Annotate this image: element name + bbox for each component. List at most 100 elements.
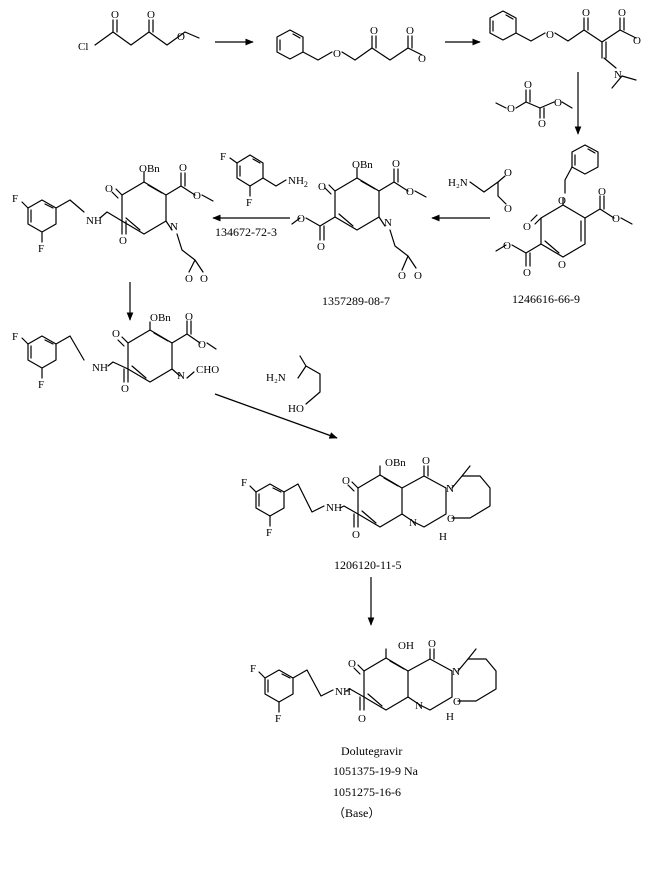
cas-label-pyranone: 1246616-66-9 (512, 292, 580, 306)
atom-o: O (447, 513, 455, 525)
atom-f: F (246, 197, 252, 209)
product-cas-base: 1051275-16-6 (333, 785, 401, 799)
reagent-aminoacetaldehyde-acetal: H₂N O O (448, 167, 512, 215)
atom-o: O (111, 9, 119, 21)
atom-obn: OBn (139, 163, 160, 175)
reaction-arrow (214, 393, 338, 439)
atom-o: O (598, 186, 606, 198)
compound-tricyclic-benzyl: F F NH OBn O O O N N O H 1206120-11-5 (241, 455, 491, 572)
atom-nh: NH (92, 362, 108, 374)
atom-o: O (507, 103, 515, 115)
atom-nh: NH (86, 215, 102, 227)
compound-enamine: O O O O N (489, 7, 641, 89)
cas-label-pyridinone-acetal: 1357289-08-7 (322, 294, 390, 308)
reagent-difluorobenzylamine: F F NH2 134672-72-3 (215, 151, 308, 239)
atom-o: O (185, 273, 193, 285)
atom-o: O (112, 328, 120, 340)
atom-f: F (220, 151, 226, 163)
atom-o: O (119, 235, 127, 247)
atom-f: F (275, 713, 281, 725)
compound-pyranone: O O O O O O O 1246616-66-9 (495, 144, 633, 306)
atom-o: O (504, 203, 512, 215)
atom-o: O (406, 25, 414, 37)
product-cas-sodium: 1051375-19-9 Na (333, 764, 419, 778)
compound-benzyloxy-acetoacetate: O O O O (276, 25, 426, 65)
atom-f: F (241, 477, 247, 489)
atom-cl: Cl (78, 41, 88, 53)
product-name: Dolutegravir (341, 744, 402, 758)
atom-o: O (333, 48, 341, 60)
product-form: （Base） (333, 806, 380, 820)
atom-o: O (414, 270, 422, 282)
atom-h: H (439, 531, 447, 543)
atom-h: H (446, 711, 454, 723)
atom-o: O (428, 638, 436, 650)
atom-o: O (177, 31, 185, 43)
atom-o: O (618, 7, 626, 19)
atom-o: O (418, 53, 426, 65)
atom-nh: NH (326, 502, 342, 514)
atom-n: N (614, 69, 622, 81)
atom-o: O (342, 475, 350, 487)
atom-n: N (177, 370, 185, 382)
atom-o: O (538, 118, 546, 130)
atom-o: O (503, 240, 511, 252)
compound-amide-acetal: F F NH OBn O O O O N O O (12, 162, 214, 285)
atom-f: F (38, 379, 44, 391)
atom-n: N (452, 666, 460, 678)
atom-f: F (12, 193, 18, 205)
atom-oh: OH (398, 640, 414, 652)
atom-obn: OBn (352, 159, 373, 171)
atom-n: N (409, 517, 417, 529)
atom-o: O (392, 158, 400, 170)
atom-o: O (422, 455, 430, 467)
compound-methyl-chloroacetoacetate: Cl O O O (78, 9, 200, 53)
atom-o: O (558, 195, 566, 207)
atom-n: N (384, 217, 392, 229)
atom-f: F (266, 527, 272, 539)
atom-o: O (200, 273, 208, 285)
atom-o: O (524, 79, 532, 91)
atom-o: O (612, 213, 620, 225)
atom-o: O (558, 259, 566, 271)
atom-o: O (198, 339, 206, 351)
atom-n: N (415, 700, 423, 712)
atom-o: O (406, 186, 414, 198)
atom-o: O (554, 97, 562, 109)
compound-amide-aldehyde: F F NH OBn O O O O N CHO (12, 311, 219, 395)
atom-nh2: NH2 (288, 175, 308, 189)
cas-label-tricyclic-benzyl: 1206120-11-5 (334, 558, 402, 572)
atom-o: O (297, 213, 305, 225)
reagent-dimethyl-oxalate: O O O O (495, 79, 573, 130)
atom-o: O (121, 383, 129, 395)
atom-h2n: H₂N (448, 177, 468, 189)
atom-o: O (358, 713, 366, 725)
atom-o: O (453, 696, 461, 708)
atom-cho: CHO (196, 364, 219, 376)
cas-label-amine: 134672-72-3 (215, 225, 277, 239)
atom-o: O (193, 190, 201, 202)
atom-o: O (633, 35, 641, 47)
atom-h2n: H₂N (266, 372, 286, 384)
atom-o: O (523, 267, 531, 279)
atom-o: O (317, 241, 325, 253)
atom-o: O (546, 29, 554, 41)
compound-dolutegravir: F F NH OH O O O N N O H Dolutegravir 105… (250, 638, 497, 820)
atom-ho: HO (288, 403, 304, 415)
atom-f: F (38, 243, 44, 255)
atom-o: O (523, 221, 531, 233)
atom-n: N (170, 221, 178, 233)
atom-nh: NH (335, 686, 351, 698)
atom-obn: OBn (150, 312, 171, 324)
atom-n: N (446, 483, 454, 495)
atom-o: O (348, 658, 356, 670)
atom-o: O (147, 9, 155, 21)
atom-f: F (250, 663, 256, 675)
atom-o: O (582, 7, 590, 19)
compound-pyridinone-acetal: OBn O O O O O N O O 1357289-08-7 (291, 158, 427, 308)
atom-o: O (352, 529, 360, 541)
atom-o: O (370, 25, 378, 37)
atom-o: O (179, 162, 187, 174)
reagent-aminobutanol: H₂N HO (266, 355, 321, 415)
